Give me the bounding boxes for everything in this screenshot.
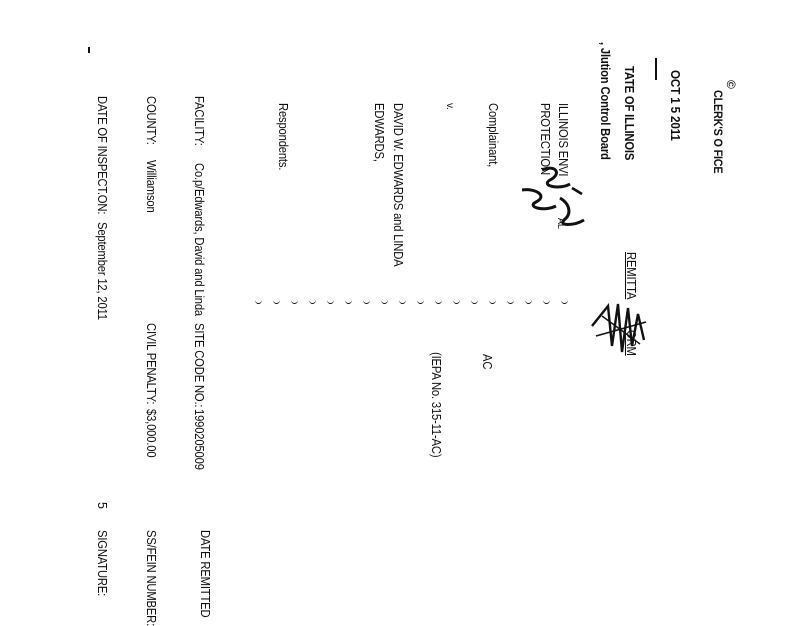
complainant-label: Complainant, bbox=[486, 103, 500, 168]
copyright-mark: © bbox=[724, 80, 738, 89]
caption-column-separator bbox=[255, 296, 575, 306]
header-rule-top bbox=[88, 47, 90, 53]
civil-penalty-label: CIVIL PENALTY: bbox=[144, 323, 158, 405]
ssn-fein-label: SS/FEIN NUMBER: bbox=[144, 530, 158, 626]
date-remitted-label: DATE REMITTED bbox=[198, 530, 212, 618]
item-number: 5 bbox=[95, 502, 109, 509]
facility-value: Co.p/Edwards, David and Linda bbox=[192, 163, 206, 316]
inspection-date-value: September 12, 2011 bbox=[95, 222, 109, 320]
facility-label: FACILITY: bbox=[192, 96, 206, 146]
pollution-control-board-stamp: , Jlution Control Board bbox=[598, 42, 612, 160]
signature-label: SIGNATURE: bbox=[95, 530, 109, 597]
respondents-label: Respondents. bbox=[276, 103, 290, 171]
received-date-stamp: OCT 1 5 2011 bbox=[668, 70, 683, 141]
versus-label: v. bbox=[444, 103, 455, 110]
site-code-value: 1990205009 bbox=[192, 409, 206, 470]
county-label: COUNTY: bbox=[144, 96, 158, 145]
case-type-ac: AC bbox=[480, 354, 494, 370]
respondent-name-line2: EDWARDS, bbox=[372, 103, 386, 162]
respondent-name-line1: DAVID W. EDWARDS and LINDA bbox=[391, 103, 405, 267]
header-rule-date bbox=[655, 58, 657, 80]
remittance-form-label: REMITTA bbox=[624, 252, 638, 300]
handwritten-initials bbox=[521, 166, 585, 226]
county-value: Williamson bbox=[144, 160, 158, 213]
inspection-date-label: DATE OF INSPECT.ON: bbox=[95, 96, 109, 215]
site-code-label: SITE CODE NO.: bbox=[192, 323, 206, 408]
iepa-number: (IEPA No. 315-11-AC) bbox=[429, 352, 443, 458]
civil-penalty-value: $3,000.00 bbox=[144, 409, 158, 458]
handwritten-scribble-mark bbox=[591, 302, 647, 353]
clerks-office-stamp: CLERK'S O FICE bbox=[711, 90, 725, 174]
state-of-illinois-stamp: TATE OF ILLINOIS bbox=[622, 66, 636, 161]
